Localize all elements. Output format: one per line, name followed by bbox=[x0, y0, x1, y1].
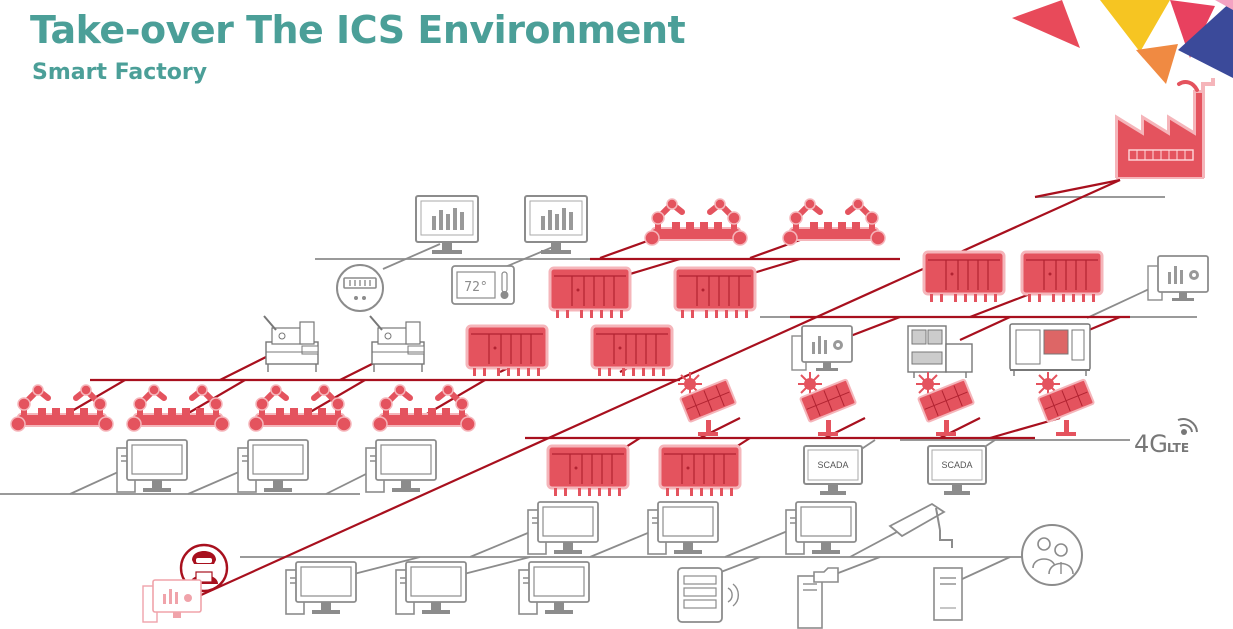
monitor-icon bbox=[415, 195, 479, 255]
hacker-computer-icon bbox=[142, 579, 202, 623]
network-sublabel: LTE bbox=[1167, 441, 1189, 455]
monitor-icon bbox=[524, 195, 588, 255]
computer-icon bbox=[116, 439, 188, 493]
plc-icon bbox=[673, 266, 757, 320]
robot-arm-icon bbox=[645, 199, 747, 245]
scada-monitor-icon: SCADA bbox=[927, 445, 987, 496]
computer-icon bbox=[527, 501, 599, 555]
plc-icon bbox=[548, 266, 632, 320]
computer-icon bbox=[791, 325, 853, 372]
cnc-machine-icon bbox=[369, 315, 425, 373]
computer-icon bbox=[647, 501, 719, 555]
computer-icon bbox=[518, 561, 590, 615]
computer-icon bbox=[285, 561, 357, 615]
scada-label: SCADA bbox=[817, 460, 848, 470]
control-cabinet-icon bbox=[907, 325, 973, 378]
factory-icon bbox=[1115, 78, 1215, 179]
computer-icon bbox=[395, 561, 467, 615]
computer-icon bbox=[1147, 255, 1209, 302]
thermostat-reading: 72° bbox=[464, 280, 487, 295]
plc-icon bbox=[658, 444, 742, 498]
plc-icon bbox=[590, 324, 674, 378]
robot-arm-icon bbox=[127, 385, 229, 431]
robot-arm-icon bbox=[249, 385, 351, 431]
plc-icon bbox=[1020, 250, 1104, 304]
camera-icon bbox=[888, 502, 953, 548]
tower-server-icon bbox=[933, 567, 963, 621]
network-label: 4G bbox=[1134, 430, 1168, 458]
computer-icon bbox=[785, 501, 857, 555]
file-server-icon bbox=[797, 567, 839, 629]
robot-arm-icon bbox=[783, 199, 885, 245]
meter-icon bbox=[336, 264, 384, 312]
solar-panel-icon bbox=[1035, 371, 1096, 437]
page-subtitle: Smart Factory bbox=[32, 60, 208, 85]
plc-icon bbox=[546, 444, 630, 498]
corner-decoration bbox=[1012, 0, 1233, 84]
plc-icon bbox=[465, 324, 549, 378]
users-icon bbox=[1021, 524, 1083, 586]
robot-arm-icon bbox=[11, 385, 113, 431]
plc-icon bbox=[922, 250, 1006, 304]
computer-icon bbox=[237, 439, 309, 493]
thermostat-icon: 72° bbox=[451, 265, 515, 305]
cnc-lathe-icon bbox=[1009, 323, 1091, 376]
4g-lte-icon: 4G LTE bbox=[1134, 418, 1198, 458]
scada-label: SCADA bbox=[941, 460, 972, 470]
cnc-machine-icon bbox=[263, 315, 319, 373]
solar-panel-icon bbox=[677, 371, 738, 437]
page-title: Take-over The ICS Environment bbox=[30, 8, 686, 52]
server-icon bbox=[677, 567, 739, 623]
computer-icon bbox=[365, 439, 437, 493]
robot-arm-icon bbox=[373, 385, 475, 431]
scada-monitor-icon: SCADA bbox=[803, 445, 863, 496]
network-lines-compromised bbox=[59, 178, 1130, 602]
